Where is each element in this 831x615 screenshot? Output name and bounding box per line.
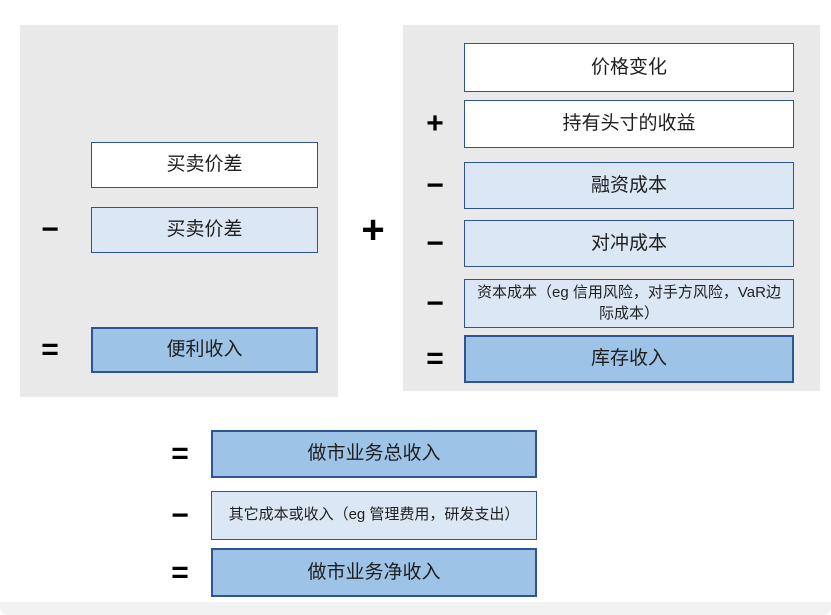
box-label: 对冲成本: [590, 232, 667, 254]
box-label: 其它成本或收入（eg 管理费用，研发支出）: [228, 506, 520, 524]
box-financing-cost: 融资成本: [464, 162, 794, 209]
box-label: 融资成本: [590, 174, 667, 196]
box-label: 资本成本（eg 信用风险，对手方风险，VaR边际成本）: [477, 284, 781, 322]
footer-band: [0, 602, 831, 615]
box-label: 买卖价差: [166, 219, 243, 241]
minus-operator: −: [41, 213, 59, 246]
box-capital-cost: 资本成本（eg 信用风险，对手方风险，VaR边际成本）: [464, 279, 794, 328]
box-label: 价格变化: [590, 56, 667, 78]
box-other-costs-or-income: 其它成本或收入（eg 管理费用，研发支出）: [211, 491, 537, 540]
minus-operator: −: [426, 286, 444, 320]
box-label: 持有头寸的收益: [562, 113, 696, 135]
equals-operator: =: [171, 555, 189, 589]
box-inventory-income: 库存收入: [464, 335, 794, 383]
box-label: 库存收入: [590, 348, 667, 370]
box-market-making-gross-income: 做市业务总收入: [211, 430, 537, 478]
box-convenience-income: 便利收入: [91, 327, 318, 373]
minus-operator: −: [426, 226, 444, 260]
box-bid-ask-spread-1: 买卖价差: [91, 142, 318, 188]
box-label: 便利收入: [166, 339, 243, 361]
box-market-making-net-income: 做市业务净收入: [211, 548, 537, 597]
box-price-change: 价格变化: [464, 43, 794, 92]
box-label: 做市业务总收入: [307, 443, 441, 465]
box-position-holding-gain: 持有头寸的收益: [464, 100, 794, 148]
box-bid-ask-spread-2: 买卖价差: [91, 207, 318, 253]
box-hedging-cost: 对冲成本: [464, 220, 794, 267]
plus-operator-center: +: [361, 208, 385, 252]
plus-operator: +: [426, 107, 444, 140]
box-label: 买卖价差: [166, 154, 243, 176]
equals-operator: =: [41, 333, 59, 366]
equals-operator: =: [171, 437, 189, 470]
box-label: 做市业务净收入: [307, 561, 441, 583]
equals-operator: =: [426, 342, 444, 375]
minus-operator: −: [426, 168, 444, 202]
minus-operator: −: [171, 498, 189, 532]
